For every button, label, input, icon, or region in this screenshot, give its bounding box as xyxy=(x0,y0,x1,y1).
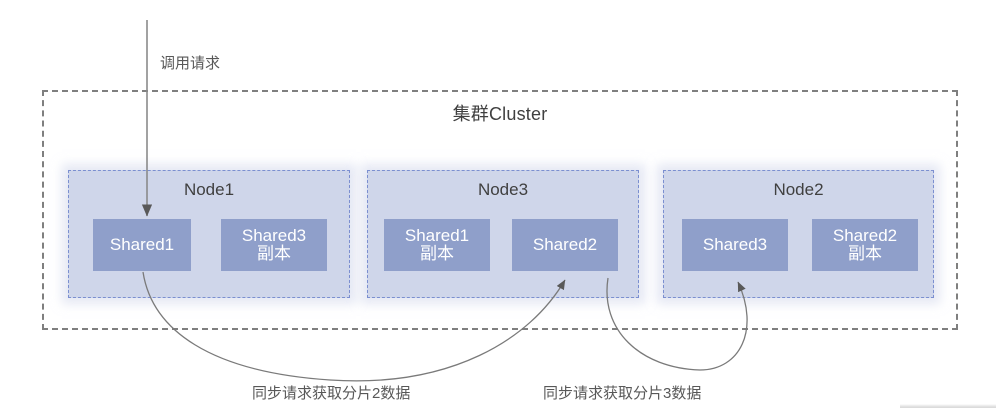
bottom-edge-artifact xyxy=(900,404,996,408)
shard-node3-1[interactable]: Shared2 xyxy=(512,219,618,271)
shard-label: Shared1 xyxy=(404,225,470,245)
cluster-title: 集群Cluster xyxy=(452,104,548,124)
node-box-node2[interactable]: Node2 Shared3 Shared2 副本 xyxy=(663,170,934,298)
shard-label: Shared2 xyxy=(532,234,598,254)
shard-group-node3: Shared1 副本 Shared2 xyxy=(368,219,638,345)
node-box-node3[interactable]: Node3 Shared1 副本 Shared2 xyxy=(367,170,639,298)
shard-node1-1[interactable]: Shared3 副本 xyxy=(221,219,327,271)
shard-sublabel: 副本 xyxy=(257,244,291,263)
shard-node2-1[interactable]: Shared2 副本 xyxy=(812,219,918,271)
shard-sublabel: 副本 xyxy=(848,244,882,263)
shard-node1-0[interactable]: Shared1 xyxy=(93,219,191,271)
sync-label-shard3: 同步请求获取分片3数据 xyxy=(543,385,702,402)
shard-node2-0[interactable]: Shared3 xyxy=(682,219,788,271)
node-title-node2: Node2 xyxy=(773,180,824,199)
shard-label: Shared1 xyxy=(109,234,175,254)
shard-label: Shared2 xyxy=(832,225,898,245)
shard-label: Shared3 xyxy=(241,225,307,245)
shard-label: Shared3 xyxy=(702,234,768,254)
sync-label-shard2: 同步请求获取分片2数据 xyxy=(252,385,411,402)
node-title-node1: Node1 xyxy=(183,180,235,199)
shard-group-node1: Shared1 Shared3 副本 xyxy=(69,219,349,345)
request-label: 调用请求 xyxy=(160,55,221,72)
shard-group-node2: Shared3 Shared2 副本 xyxy=(664,219,933,345)
node-title-node3: Node3 xyxy=(477,180,529,199)
shard-sublabel: 副本 xyxy=(420,244,454,263)
node-box-node1[interactable]: Node1 Shared1 Shared3 副本 xyxy=(68,170,350,298)
shard-node3-0[interactable]: Shared1 副本 xyxy=(384,219,490,271)
